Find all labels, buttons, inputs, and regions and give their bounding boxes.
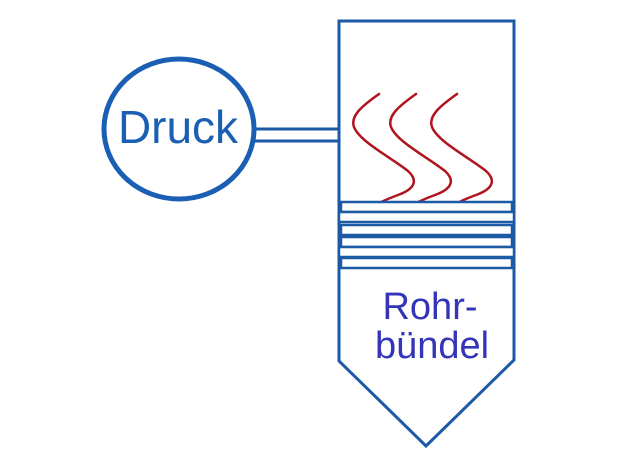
vessel-label-line-2: bündel	[375, 325, 489, 367]
heat-wave-3	[429, 92, 494, 206]
tube-5	[337, 245, 516, 259]
tube-3	[339, 223, 514, 237]
heat-waves	[351, 92, 494, 206]
tube-bundle	[337, 200, 516, 270]
vessel-label: Rohr- bündel	[375, 286, 489, 367]
connector-pipe	[254, 127, 338, 143]
heat-wave-1	[351, 92, 416, 206]
tube-4	[339, 235, 514, 249]
heat-wave-2	[388, 92, 453, 206]
pressure-gauge-label: Druck	[118, 101, 239, 153]
tube-1	[339, 200, 514, 214]
vessel-label-line-1: Rohr-	[382, 286, 477, 328]
pressure-gauge: Druck	[101, 56, 257, 202]
tube-2	[337, 210, 516, 224]
tube-6	[339, 256, 514, 270]
pressure-gauge-circle	[101, 56, 257, 202]
